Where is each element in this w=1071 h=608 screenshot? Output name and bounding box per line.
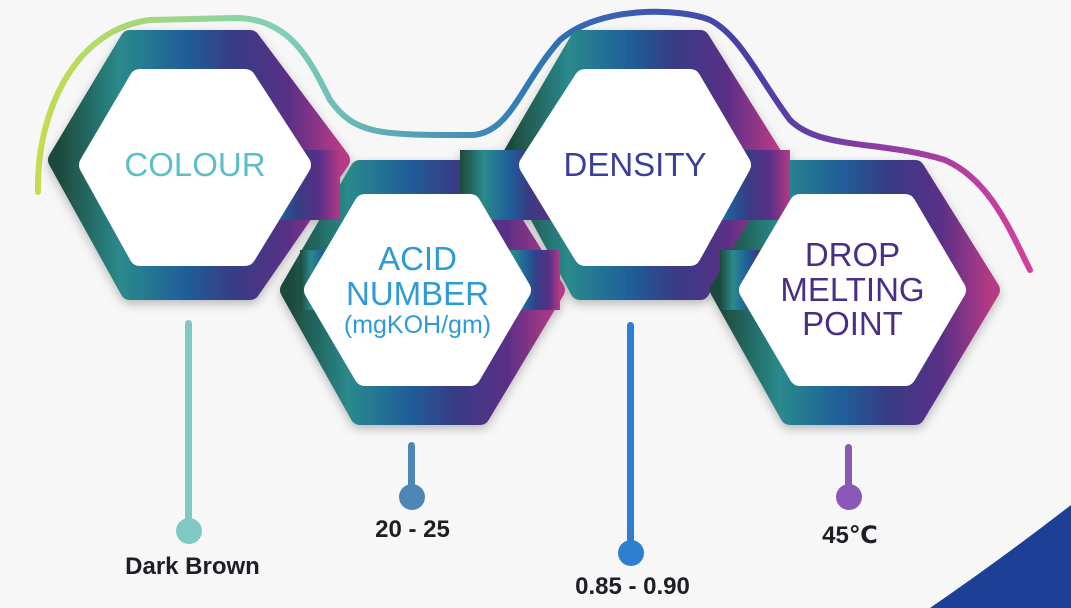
- label-drop-line-3: POINT: [802, 305, 903, 343]
- label-colour: COLOUR: [90, 120, 300, 210]
- label-drop-line-1: DROP: [804, 236, 901, 274]
- stem-colour: [185, 320, 192, 530]
- value-acid-number: 20 - 25: [375, 516, 450, 543]
- label-acid-unit: (mgKOH/gm): [343, 310, 492, 339]
- dot-drop-melting-point: [836, 484, 862, 510]
- stem-density: [627, 322, 634, 552]
- hexagon-colour: [79, 69, 311, 266]
- stem-drop-melting-point: [845, 444, 852, 494]
- corner-decoration: [930, 505, 1071, 608]
- label-drop-line-2: MELTING: [780, 270, 925, 308]
- hexagon-drop-melting-point: [739, 194, 966, 386]
- value-drop-melting-point: 45℃: [822, 522, 878, 549]
- label-density: DENSITY: [530, 120, 740, 210]
- value-colour: Dark Brown: [125, 553, 260, 580]
- dot-density: [618, 540, 644, 566]
- value-density: 0.85 - 0.90: [575, 573, 690, 600]
- dot-colour: [176, 518, 202, 544]
- label-drop-melting-point: DROP MELTING POINT: [745, 225, 960, 355]
- label-colour-line: COLOUR: [124, 145, 266, 183]
- stem-acid-number: [408, 442, 415, 492]
- label-acid-number: ACID NUMBER (mgKOH/gm): [310, 225, 525, 355]
- dot-acid-number: [399, 484, 425, 510]
- hexagon-acid-number: [304, 194, 531, 386]
- decorative-arc: [34, 8, 1033, 273]
- label-density-line: DENSITY: [563, 145, 707, 183]
- label-acid-line-1: ACID: [378, 240, 457, 278]
- hexagon-density: [519, 69, 751, 266]
- label-acid-line-2: NUMBER: [345, 274, 489, 312]
